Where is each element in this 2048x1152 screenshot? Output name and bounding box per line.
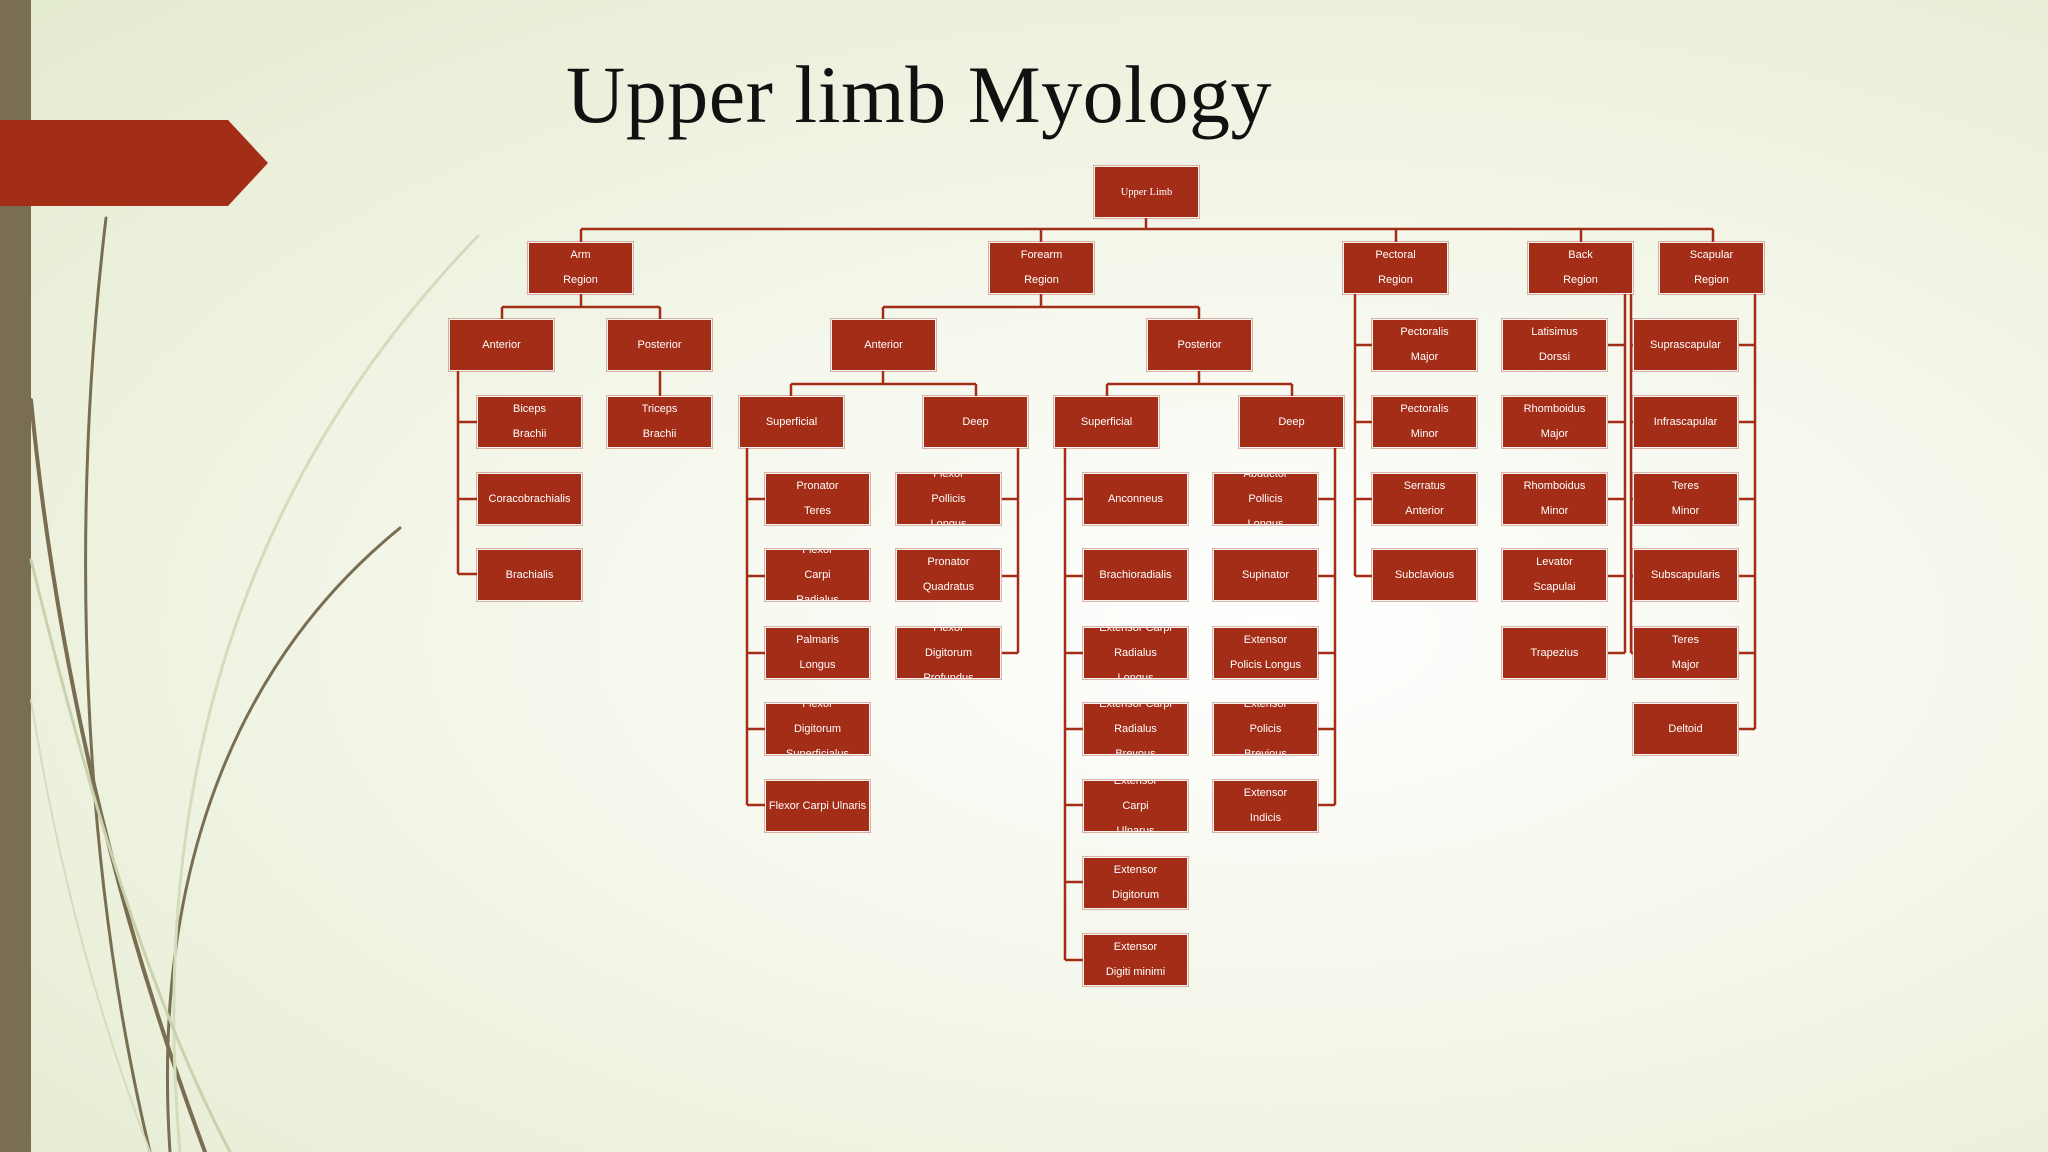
muscle-node: Deltoid xyxy=(1633,703,1738,755)
arm-anterior: Anterior xyxy=(449,319,554,371)
muscle-node: Pectoralis Minor xyxy=(1372,396,1477,448)
muscle-node: Triceps Brachii xyxy=(607,396,712,448)
region-pectoral: Pectoral Region xyxy=(1343,242,1448,294)
muscle-node: Teres Minor xyxy=(1633,473,1738,525)
muscle-node: Suprascapular xyxy=(1633,319,1738,371)
muscle-node: Extensor Indicis xyxy=(1213,780,1318,832)
forearm-anterior-deep: Deep xyxy=(923,396,1028,448)
muscle-node: Serratus Anterior xyxy=(1372,473,1477,525)
muscle-node: Subclavious xyxy=(1372,549,1477,601)
region-forearm: Forearm Region xyxy=(989,242,1094,294)
muscle-node: Flexor Carpi Ulnaris xyxy=(765,780,870,832)
muscle-node: Extensor Carpi Radialus Brevous xyxy=(1083,703,1188,755)
region-back: Back Region xyxy=(1528,242,1633,294)
muscle-node: Coracobrachialis xyxy=(477,473,582,525)
muscle-node: Teres Major xyxy=(1633,627,1738,679)
region-scapular: Scapular Region xyxy=(1659,242,1764,294)
muscle-node: Biceps Brachii xyxy=(477,396,582,448)
muscle-node: Flexor Pollicis Longus xyxy=(896,473,1001,525)
muscle-node: Rhomboidus Minor xyxy=(1502,473,1607,525)
decorative-curves xyxy=(29,216,480,1152)
root-node-upper-limb: Upper Limb xyxy=(1094,166,1199,218)
muscle-node: Extensor Policis Brevious xyxy=(1213,703,1318,755)
muscle-node: Flexor Carpi Radialus xyxy=(765,549,870,601)
muscle-node: Abductor Pollicis Longus xyxy=(1213,473,1318,525)
forearm-anterior: Anterior xyxy=(831,319,936,371)
muscle-node: Flexor Digitorum Superficialus xyxy=(765,703,870,755)
muscle-node: Supinator xyxy=(1213,549,1318,601)
muscle-node: Brachialis xyxy=(477,549,582,601)
forearm-posterior-deep: Deep xyxy=(1239,396,1344,448)
muscle-node: Anconneus xyxy=(1083,473,1188,525)
muscle-node: Infrascapular xyxy=(1633,396,1738,448)
muscle-node: Extensor Digitorum xyxy=(1083,857,1188,909)
muscle-node: Brachioradialis xyxy=(1083,549,1188,601)
muscle-node: Palmaris Longus xyxy=(765,627,870,679)
muscle-node: Flexor Digitorum Profundus xyxy=(896,627,1001,679)
muscle-node: Rhomboidus Major xyxy=(1502,396,1607,448)
slide-title: Upper limb Myology xyxy=(566,49,1272,140)
muscle-node: Extensor Carpi Ulnarus xyxy=(1083,780,1188,832)
muscle-node: Subscapularis xyxy=(1633,549,1738,601)
muscle-node: Levator Scapulai xyxy=(1502,549,1607,601)
muscle-node: Pectoralis Major xyxy=(1372,319,1477,371)
forearm-anterior-superficial: Superficial xyxy=(739,396,844,448)
title-arrow-tab xyxy=(0,120,268,206)
muscle-node: Extensor Policis Longus xyxy=(1213,627,1318,679)
region-arm: Arm Region xyxy=(528,242,633,294)
muscle-node: Pronator Teres xyxy=(765,473,870,525)
muscle-node: Extensor Carpi Radialus Longus xyxy=(1083,627,1188,679)
muscle-node: Pronator Quadratus xyxy=(896,549,1001,601)
muscle-node: Trapezius xyxy=(1502,627,1607,679)
arm-posterior: Posterior xyxy=(607,319,712,371)
muscle-node: Extensor Digiti minimi xyxy=(1083,934,1188,986)
muscle-node: Latisimus Dorssi xyxy=(1502,319,1607,371)
forearm-posterior-superficial: Superficial xyxy=(1054,396,1159,448)
forearm-posterior: Posterior xyxy=(1147,319,1252,371)
